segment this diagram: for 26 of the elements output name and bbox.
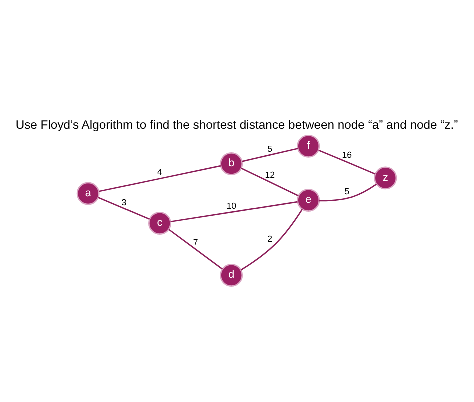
diagram-title: Use Floyd’s Algorithm to find the shortest distance between node “a” and node “z.” xyxy=(16,118,458,132)
edge-label: 16 xyxy=(342,150,352,160)
edge-label: 3 xyxy=(122,196,127,207)
connector xyxy=(242,148,298,162)
connector xyxy=(170,200,298,222)
edge-label: 5 xyxy=(344,186,350,196)
connector xyxy=(98,164,222,192)
node-circle: d xyxy=(220,264,244,286)
edge-label: 2 xyxy=(268,233,273,244)
node-circle: e xyxy=(297,188,320,212)
connector xyxy=(320,183,378,202)
edge-label: 7 xyxy=(193,236,198,247)
connector xyxy=(240,208,304,270)
node-circle: z xyxy=(374,166,398,190)
edge-label: 10 xyxy=(226,200,236,210)
connector xyxy=(98,196,150,220)
connector xyxy=(241,167,299,196)
node-circle: a xyxy=(76,182,100,205)
node-circle: b xyxy=(220,152,244,175)
edge-label: 12 xyxy=(265,169,275,180)
edge-label: 5 xyxy=(268,144,273,154)
node-circle: c xyxy=(148,211,172,234)
connector xyxy=(168,228,223,270)
connector xyxy=(318,149,376,174)
node-circle: f xyxy=(297,134,320,158)
edge-label: 4 xyxy=(158,166,162,177)
